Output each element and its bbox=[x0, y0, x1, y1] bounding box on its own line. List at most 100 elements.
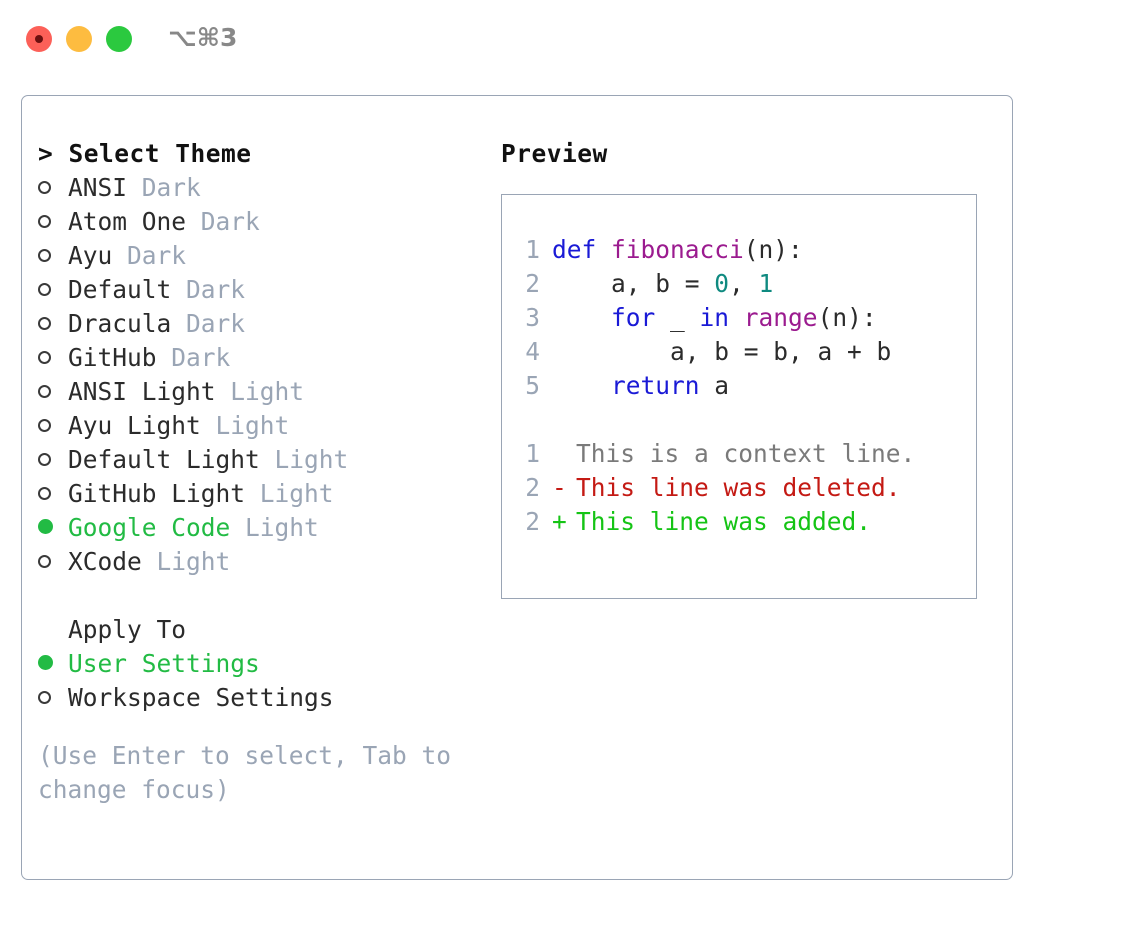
code-line: 4 a, b = b, a + b bbox=[518, 335, 915, 369]
theme-list-item[interactable]: Dracula Dark bbox=[38, 307, 478, 341]
radio-glyph bbox=[38, 351, 51, 364]
diff-sign: + bbox=[552, 507, 567, 536]
line-number: 1 bbox=[525, 235, 540, 264]
radio-glyph bbox=[38, 691, 51, 704]
radio-glyph bbox=[38, 487, 51, 500]
radio-selected-icon bbox=[38, 647, 68, 681]
minimize-button[interactable] bbox=[66, 26, 92, 52]
radio-glyph bbox=[38, 453, 51, 466]
code-token: for bbox=[552, 303, 656, 332]
apply-to-label: Workspace Settings bbox=[68, 683, 334, 712]
maximize-button[interactable] bbox=[106, 26, 132, 52]
code-token: range bbox=[743, 303, 818, 332]
theme-variant-badge: Light bbox=[215, 377, 305, 406]
radio-glyph bbox=[38, 215, 51, 228]
apply-to-title: Apply To bbox=[68, 615, 187, 644]
theme-list-item[interactable]: Atom One Dark bbox=[38, 205, 478, 239]
theme-list-item[interactable]: Google Code Light bbox=[38, 511, 478, 545]
apply-to-header: Apply To bbox=[38, 613, 478, 647]
line-number: 2 bbox=[525, 473, 540, 502]
diff-line: 1 This is a context line. bbox=[518, 437, 915, 471]
theme-list-item[interactable]: Default Light Light bbox=[38, 443, 478, 477]
radio-unselected-icon bbox=[38, 205, 68, 239]
theme-variant-badge: Light bbox=[200, 411, 290, 440]
theme-name: Google Code bbox=[68, 513, 231, 542]
diff-text: This is a context line. bbox=[576, 439, 916, 468]
radio-glyph bbox=[38, 317, 51, 330]
code-line: 3 for _ in range(n): bbox=[518, 301, 915, 335]
theme-name: XCode bbox=[68, 547, 142, 576]
radio-glyph bbox=[38, 655, 53, 670]
line-number: 5 bbox=[525, 371, 540, 400]
diff-text: This line was added. bbox=[576, 507, 872, 536]
line-number: 3 bbox=[525, 303, 540, 332]
theme-variant-badge: Light bbox=[230, 513, 319, 542]
code-diff-spacer bbox=[518, 403, 915, 437]
theme-list-item[interactable]: Ayu Light Light bbox=[38, 409, 478, 443]
theme-variant-badge: Light bbox=[259, 445, 349, 474]
radio-unselected-icon bbox=[38, 171, 68, 205]
code-token: a bbox=[699, 371, 730, 400]
diff-sign: - bbox=[552, 473, 567, 502]
keyboard-hint: (Use Enter to select, Tab to change focu… bbox=[38, 741, 452, 804]
radio-unselected-icon bbox=[38, 545, 68, 579]
theme-variant-badge: Light bbox=[245, 479, 334, 508]
theme-list-item[interactable]: Ayu Dark bbox=[38, 239, 478, 273]
theme-variant-badge: Dark bbox=[171, 309, 246, 338]
theme-list-item[interactable]: Default Dark bbox=[38, 273, 478, 307]
theme-variant-badge: Light bbox=[141, 547, 231, 576]
apply-to-option[interactable]: Workspace Settings bbox=[38, 681, 478, 715]
theme-name: Default bbox=[68, 275, 172, 304]
theme-variant-badge: Dark bbox=[112, 241, 187, 270]
radio-unselected-icon bbox=[38, 409, 68, 443]
code-token: (n): bbox=[817, 303, 877, 332]
theme-variant-badge: Dark bbox=[186, 207, 260, 236]
theme-name: Default Light bbox=[68, 445, 260, 474]
theme-list-item[interactable]: XCode Light bbox=[38, 545, 478, 579]
radio-glyph bbox=[38, 519, 53, 534]
theme-list-item[interactable]: ANSI Dark bbox=[38, 171, 478, 205]
theme-name: ANSI bbox=[68, 173, 128, 202]
radio-glyph bbox=[38, 555, 51, 568]
radio-unselected-icon bbox=[38, 239, 68, 273]
code-line: 2 a, b = 0, 1 bbox=[518, 267, 915, 301]
line-number: 2 bbox=[525, 269, 540, 298]
radio-glyph bbox=[38, 385, 51, 398]
apply-to-label: User Settings bbox=[68, 649, 260, 678]
keyboard-shortcut-label: ⌥⌘3 bbox=[168, 23, 238, 52]
section-spacer bbox=[38, 579, 478, 613]
radio-glyph bbox=[38, 249, 51, 262]
theme-list-item[interactable]: GitHub Light Light bbox=[38, 477, 478, 511]
radio-unselected-icon bbox=[38, 477, 68, 511]
diff-line: 2-This line was deleted. bbox=[518, 471, 915, 505]
window-titlebar: ⌥⌘3 bbox=[0, 0, 1140, 78]
code-token: in bbox=[699, 303, 744, 332]
radio-glyph bbox=[38, 283, 51, 296]
theme-name: Ayu bbox=[68, 241, 113, 270]
theme-name: GitHub Light bbox=[68, 479, 246, 508]
code-token: (n): bbox=[743, 235, 803, 264]
theme-list-item[interactable]: GitHub Dark bbox=[38, 341, 478, 375]
theme-list-item[interactable]: ANSI Light Light bbox=[38, 375, 478, 409]
diff-text: This line was deleted. bbox=[576, 473, 901, 502]
apply-to-option[interactable]: User Settings bbox=[38, 647, 478, 681]
radio-glyph bbox=[38, 419, 51, 432]
diff-line: 2+This line was added. bbox=[518, 505, 915, 539]
code-token: 1 bbox=[758, 269, 774, 298]
code-token: a, b = b, a + b bbox=[552, 337, 892, 366]
radio-selected-icon bbox=[38, 511, 68, 545]
close-icon bbox=[35, 35, 43, 43]
theme-variant-badge: Dark bbox=[127, 173, 201, 202]
radio-unselected-icon bbox=[38, 307, 68, 341]
diff-sign bbox=[552, 437, 576, 471]
radio-unselected-icon bbox=[38, 341, 68, 375]
code-token: _ bbox=[655, 303, 700, 332]
